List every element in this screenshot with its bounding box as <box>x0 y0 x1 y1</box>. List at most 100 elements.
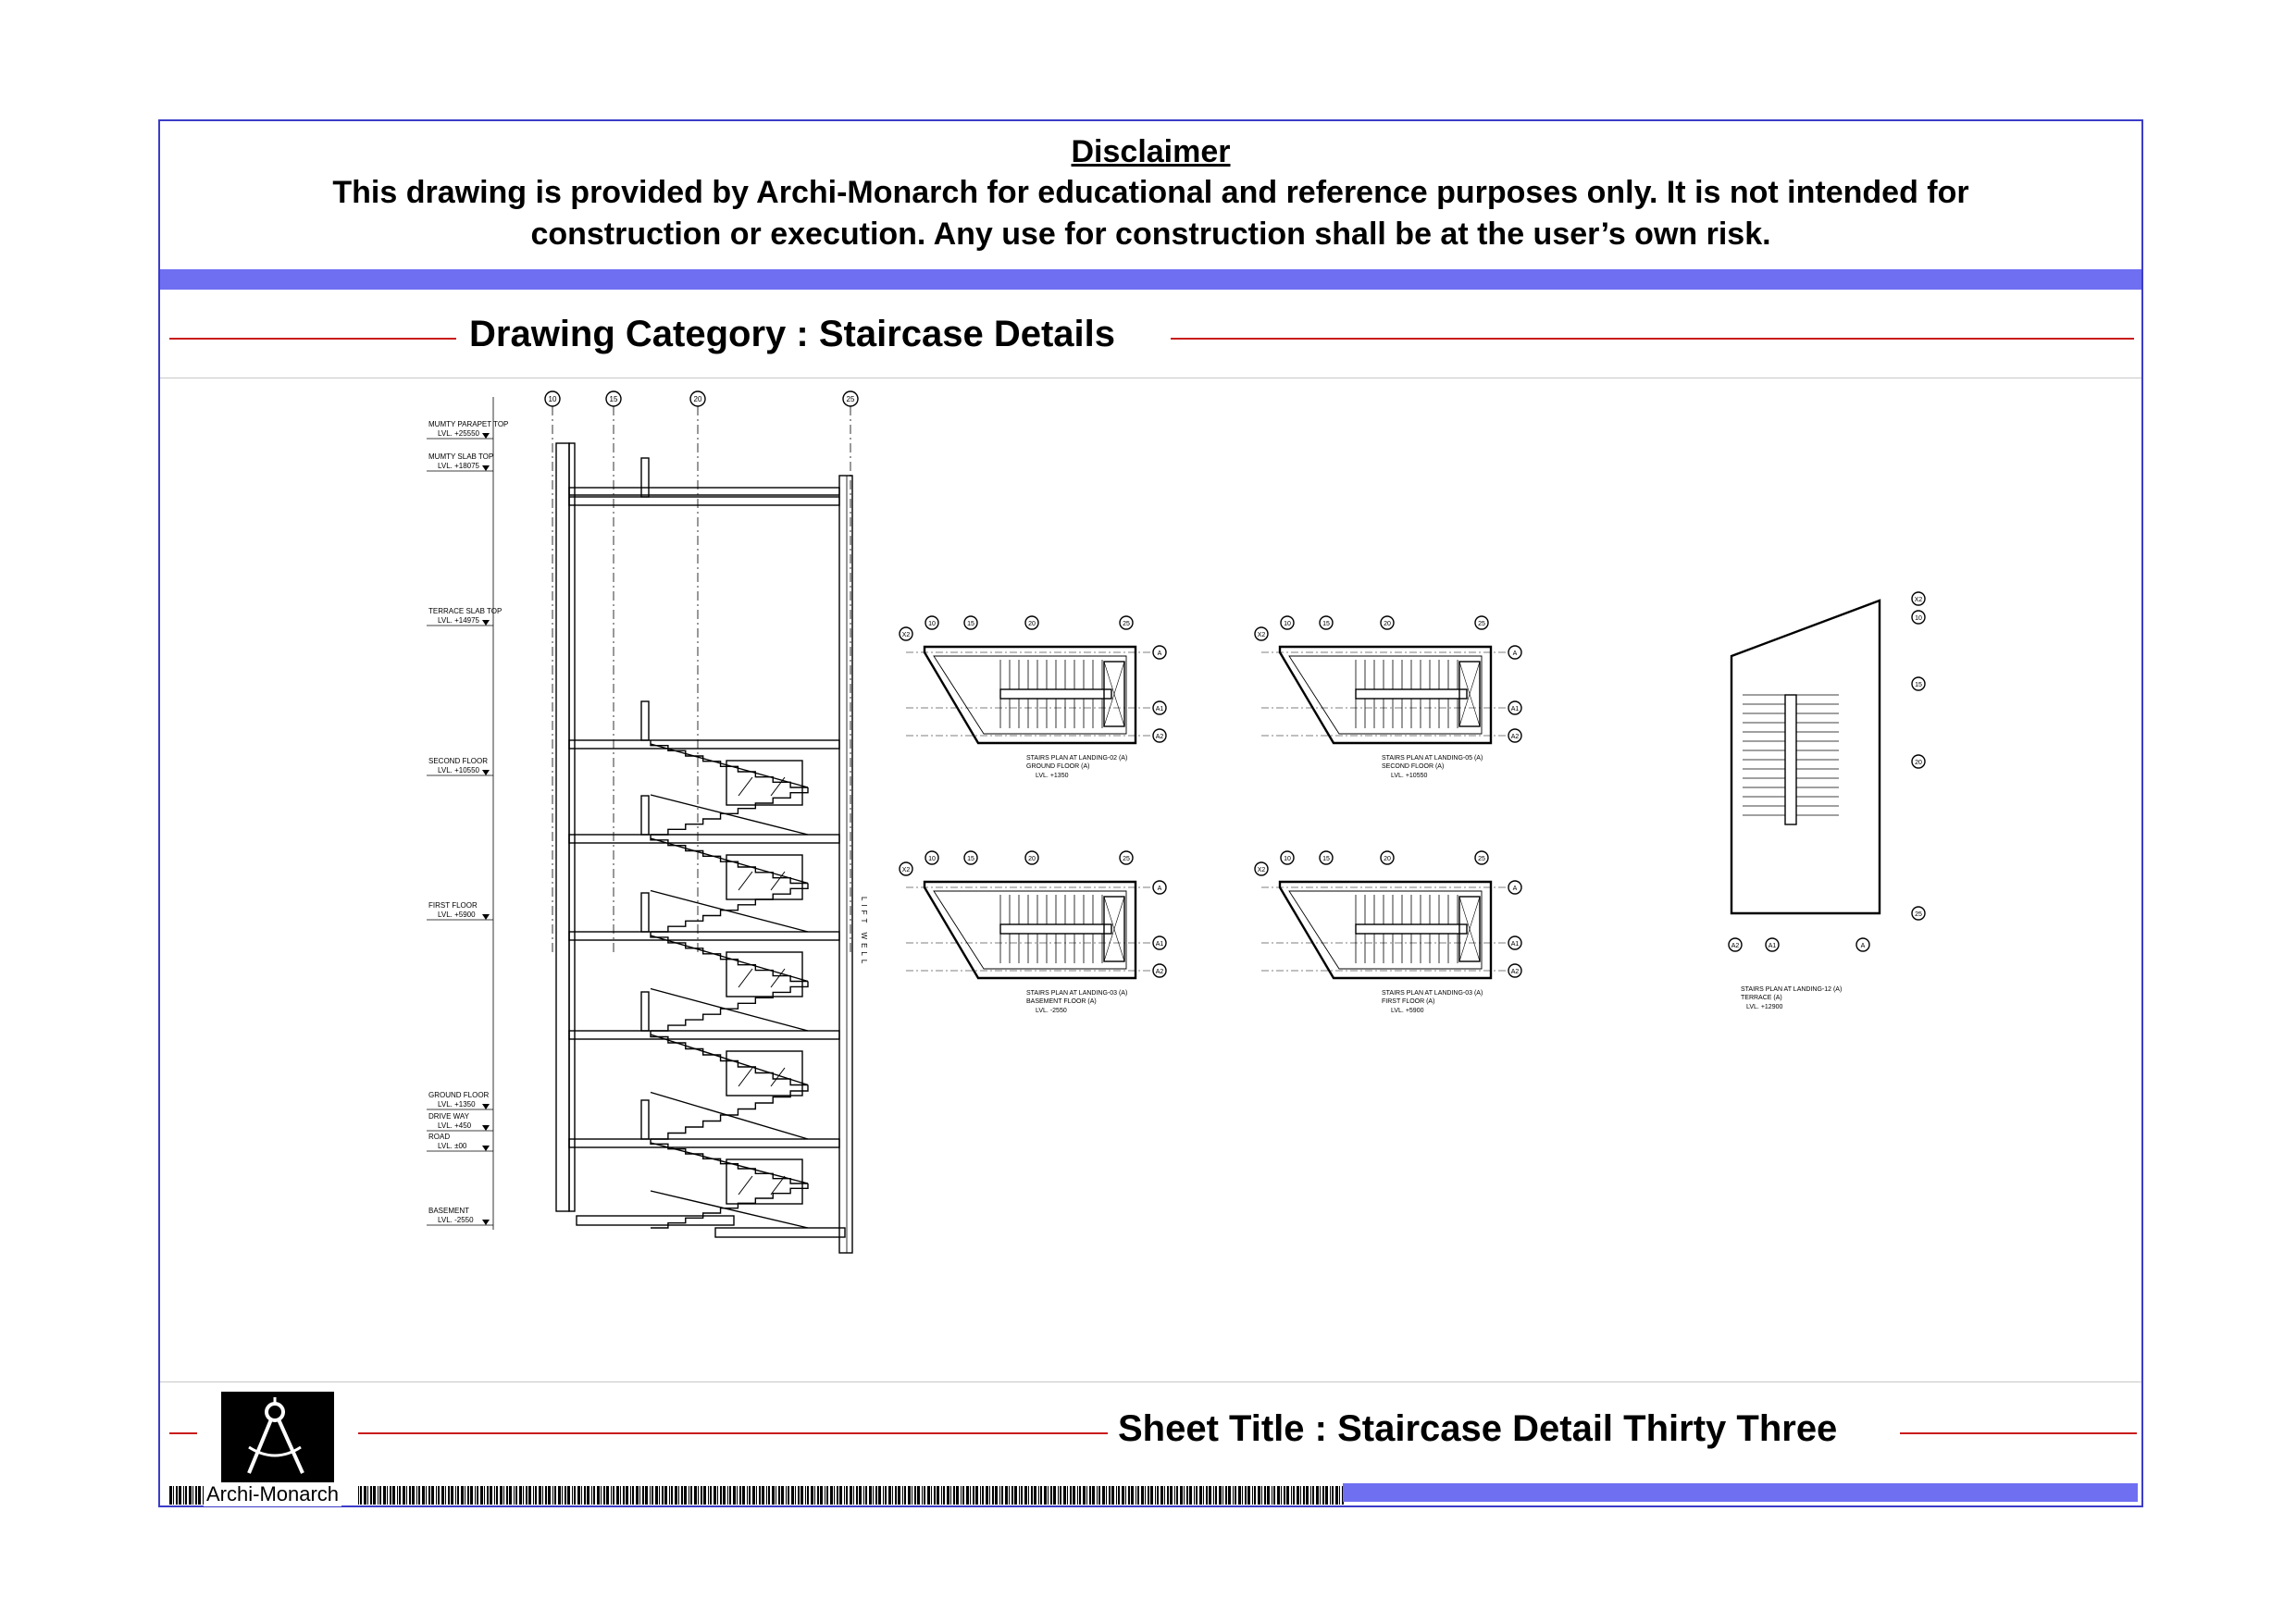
barcode-bar <box>1031 1486 1033 1505</box>
plan-inner-outline <box>933 890 1127 970</box>
barcode-bar <box>1053 1486 1056 1505</box>
barcode-bar <box>814 1486 815 1505</box>
plan-grid-bubble <box>963 615 978 630</box>
barcode-bar <box>1258 1486 1260 1505</box>
category-row: Drawing Category : Staircase Details <box>160 290 2141 378</box>
barcode-bar <box>406 1486 407 1505</box>
barcode-bar <box>554 1486 556 1505</box>
plan-grid-bubble <box>1280 615 1295 630</box>
window-glazing-mark <box>770 871 786 891</box>
barcode-bar <box>1254 1486 1256 1505</box>
barcode-bar <box>800 1486 803 1505</box>
barcode-bar <box>908 1486 911 1505</box>
barcode-bar <box>853 1486 854 1505</box>
plan-grid-label: A1 <box>1156 706 1164 712</box>
barcode-bar <box>749 1486 751 1505</box>
plan-grid-label: 15 <box>1915 682 1922 688</box>
barcode-bar <box>1273 1486 1275 1505</box>
barcode-bar <box>1225 1486 1227 1505</box>
barcode-bar <box>1335 1486 1338 1505</box>
barcode-bar <box>992 1486 994 1505</box>
barcode-bar <box>1106 1486 1107 1505</box>
barcode-bar <box>548 1486 551 1505</box>
barcode-bar <box>1322 1486 1324 1505</box>
barcode-bar <box>1089 1486 1091 1505</box>
plan-grid-label-x2: X2 <box>1258 867 1266 873</box>
plan-floor-label: GROUND FLOOR (A) <box>1026 763 1089 770</box>
barcode-bar <box>1203 1486 1204 1505</box>
plan-grid-bubble <box>1152 645 1167 660</box>
barcode-bar <box>1160 1486 1163 1505</box>
lift-shaft <box>1458 896 1481 962</box>
plan-grid-bubble <box>1508 935 1522 950</box>
barcode-bar <box>630 1486 631 1505</box>
plan-grid-bubble <box>1855 937 1870 952</box>
window-glazing-mark <box>770 776 786 797</box>
barcode-bar <box>859 1486 862 1505</box>
barcode-bar <box>542 1486 543 1505</box>
barcode-bar <box>1215 1486 1217 1505</box>
category-rule-left <box>169 338 456 340</box>
barcode-bar <box>778 1486 780 1505</box>
barcode-bar <box>1083 1486 1086 1505</box>
barcode-bar <box>655 1486 658 1505</box>
barcode-bar <box>183 1486 184 1505</box>
plan-floor-label: TERRACE (A) <box>1741 995 1782 1001</box>
plan-grid-label: A1 <box>1511 941 1520 948</box>
left-wall <box>555 442 570 1212</box>
upper-flight-soffit <box>650 1190 809 1229</box>
barcode-bar <box>515 1486 517 1505</box>
brand-name: Archi-Monarch <box>204 1482 342 1506</box>
barcode-bar <box>514 1486 515 1505</box>
barcode-bar <box>487 1486 489 1505</box>
plan-grid-bubble <box>1911 676 1926 691</box>
barcode-bar <box>535 1486 537 1505</box>
plan-grid-label: A2 <box>1156 969 1164 975</box>
barcode-bar <box>390 1486 391 1505</box>
barcode-bar <box>1019 1486 1020 1505</box>
barcode-bar <box>1184 1486 1185 1505</box>
barcode-bar <box>681 1486 683 1505</box>
floor-slab <box>568 1138 840 1148</box>
stair-mid-wall <box>999 688 1112 700</box>
barcode-bar <box>412 1486 415 1505</box>
barcode-bar <box>397 1486 398 1505</box>
barcode-bar <box>392 1486 395 1505</box>
barcode-bar <box>428 1486 430 1505</box>
plan-floor-label: BASEMENT FLOOR (A) <box>1026 998 1097 1005</box>
barcode-bar <box>562 1486 563 1505</box>
basement-slab <box>714 1227 846 1238</box>
flight-steps <box>650 1139 808 1184</box>
barcode-bar <box>962 1486 964 1505</box>
barcode-bar <box>943 1486 945 1505</box>
plan-grid-bubble <box>1152 728 1167 743</box>
upper-flight-soffit <box>650 794 809 836</box>
barcode-bar <box>863 1486 864 1505</box>
barcode-bar <box>1086 1486 1087 1505</box>
plan-grid-label: 20 <box>1384 856 1391 862</box>
level-name-label: DRIVE WAY <box>428 1112 470 1121</box>
plan-grid-label-x2: X2 <box>1258 632 1266 638</box>
plan-grid-label: 25 <box>1478 856 1485 862</box>
barcode-bar <box>982 1486 984 1505</box>
barcode-bar <box>1001 1486 1003 1505</box>
plan-floor-label: SECOND FLOOR (A) <box>1382 763 1444 770</box>
barcode-bar <box>431 1486 434 1505</box>
plan-level-label: LVL. +5900 <box>1391 1008 1424 1014</box>
barcode-bar <box>973 1486 974 1505</box>
barcode-bar <box>756 1486 757 1505</box>
barcode-bar <box>422 1486 425 1505</box>
barcode-bar <box>1167 1486 1169 1505</box>
stair-mid-wall <box>1784 694 1797 825</box>
plan-inner-outline <box>933 655 1127 735</box>
window-glazing-mark <box>770 968 786 988</box>
plan-grid-label: A2 <box>1731 943 1740 949</box>
plan-grid-label: 15 <box>967 856 974 862</box>
grid-label: 15 <box>610 395 618 403</box>
barcode-bar <box>1141 1486 1144 1505</box>
barcode-bar <box>597 1486 600 1505</box>
stair-mid-wall <box>1355 923 1468 935</box>
plan-grid-bubble <box>1728 937 1743 952</box>
barcode-bar <box>195 1486 197 1505</box>
barcode-bar <box>533 1486 534 1505</box>
